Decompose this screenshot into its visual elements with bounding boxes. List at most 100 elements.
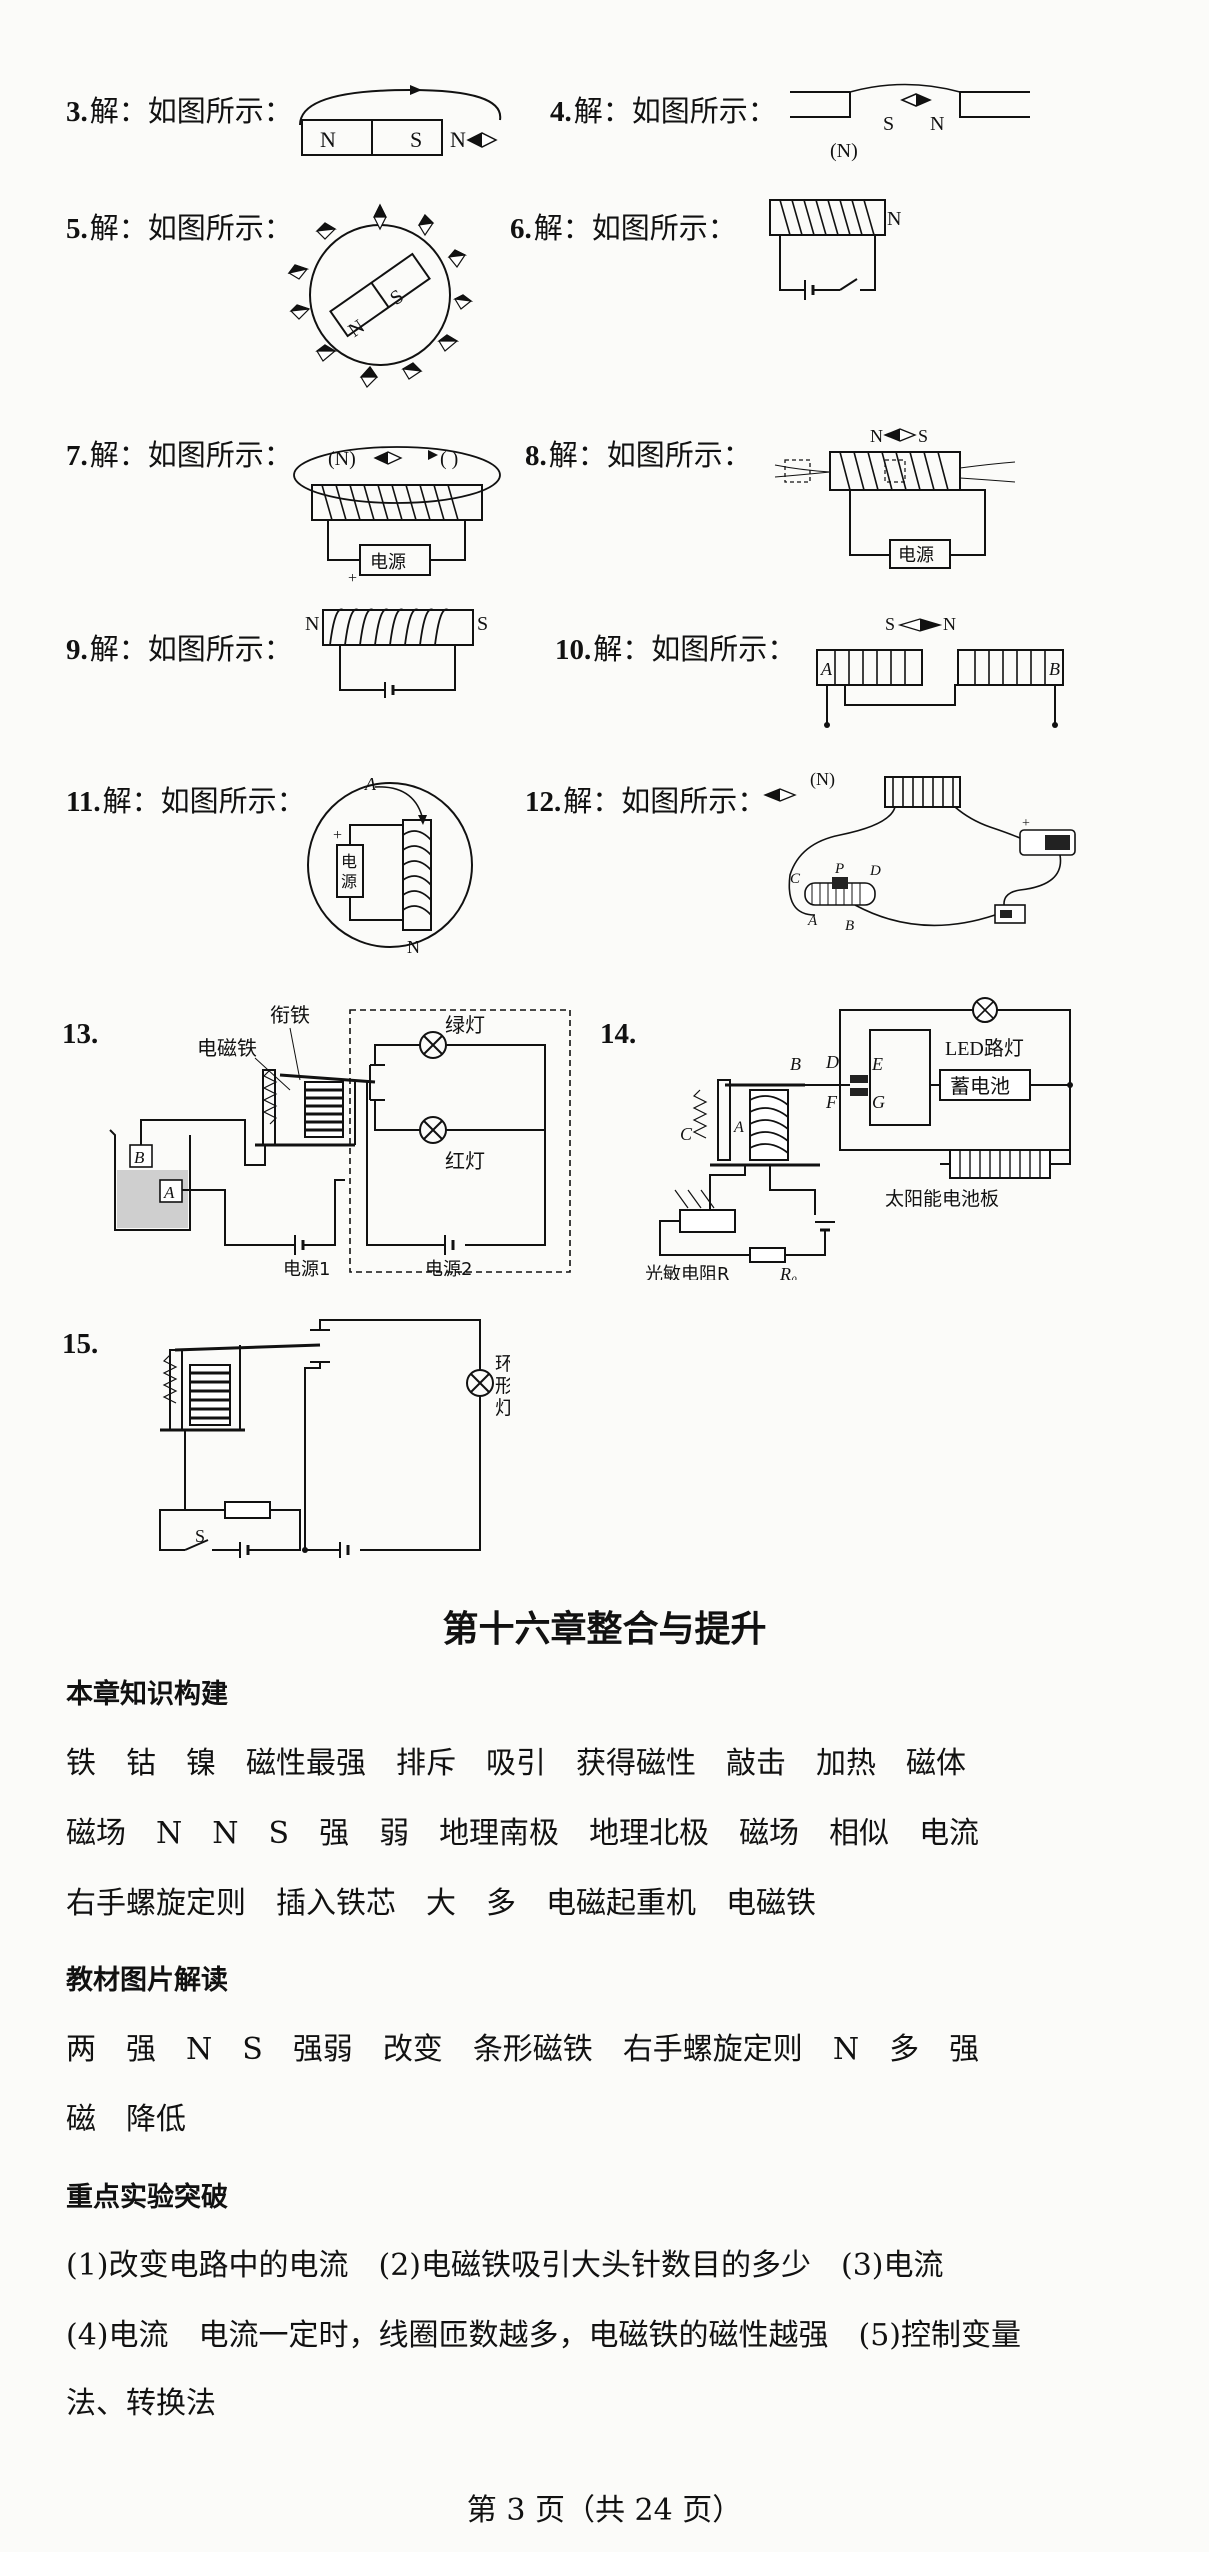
textbook-line-2: 磁降低	[66, 2094, 1146, 2138]
answer-text: 解：如图所示：	[102, 784, 306, 818]
label-a: A	[163, 1183, 175, 1202]
ring-lamp-label-1: 环	[495, 1353, 510, 1375]
question-number: 7.	[66, 440, 88, 472]
answer-11: 11.解：如图所示：	[66, 778, 306, 820]
question-number: 8.	[525, 440, 547, 472]
knowledge-line-1: 铁钴镍磁性最强排斥吸引获得磁性敲击加热磁体	[66, 1738, 1146, 1782]
answer-word: 电磁铁	[726, 1886, 816, 1921]
label-n: N	[320, 127, 336, 152]
answer-text: 解：如图所示：	[573, 94, 777, 128]
answer-word: 钴	[126, 1746, 156, 1781]
answer-word: 强	[126, 2032, 156, 2067]
answer-word: N	[212, 1816, 239, 1851]
answer-word: 电磁起重机	[546, 1886, 696, 1921]
answer-word: 插入铁芯	[276, 1886, 396, 1921]
label-p: P	[834, 861, 844, 877]
answer-word: N	[156, 1816, 183, 1851]
answer-word: 大	[426, 1886, 456, 1921]
label-n: N	[887, 208, 901, 230]
question-number: 12.	[525, 786, 562, 818]
label-c: C	[680, 1124, 693, 1144]
answer-15: 15.	[62, 1326, 100, 1361]
question-number: 9.	[66, 634, 88, 666]
answer-5: 5.解：如图所示：	[66, 205, 293, 247]
question-number: 15.	[62, 1328, 99, 1360]
experiment-line-2: (4)电流 电流一定时，线圈匝数越多，电磁铁的磁性越强 (5)控制变量	[66, 2318, 1021, 2353]
battery-label: 蓄电池	[950, 1074, 1010, 1098]
answer-word: 降低	[126, 2102, 186, 2137]
answer-10: 10.解：如图所示：	[555, 626, 796, 668]
label-a: A	[364, 774, 377, 794]
figure-3-bar-magnet: N S N	[290, 80, 530, 160]
figure-9-solenoid-battery: N S	[305, 600, 505, 705]
label-s: S	[883, 113, 894, 135]
answer-word: 地理北极	[589, 1816, 710, 1851]
label-n: N	[943, 614, 956, 634]
source1-label: 电源1	[283, 1259, 330, 1280]
label-n-paren: (N)	[830, 140, 858, 162]
answer-word: 右手螺旋定则	[622, 2032, 803, 2067]
answer-text: 解：如图所示：	[563, 784, 767, 818]
figure-11-circle-coil: A + 电 源 N	[305, 765, 475, 965]
answer-word: 排斥	[396, 1746, 456, 1781]
knowledge-line-3: 右手螺旋定则插入铁芯大多电磁起重机电磁铁	[66, 1878, 1146, 1922]
label-s: S	[918, 426, 928, 446]
label-s: S	[410, 127, 422, 152]
power-label-1: 电	[341, 852, 357, 871]
figure-10-two-solenoids: S N A B	[815, 600, 1065, 740]
label-b: B	[134, 1148, 145, 1167]
answer-word: 多	[889, 2032, 920, 2067]
answer-word: 强	[319, 1816, 350, 1851]
answer-word: 相似	[829, 1816, 890, 1851]
figure-15-ring-lamp: S 环 形 灯	[110, 1310, 510, 1570]
label-e: E	[871, 1054, 883, 1074]
label-n: N	[305, 613, 319, 635]
answer-text: 解：如图所示：	[533, 211, 737, 245]
label-n: N	[450, 127, 466, 152]
section-heading-experiment: 重点实验突破	[66, 2182, 228, 2213]
label-n: N	[870, 426, 883, 446]
chapter-title: 第十六章整合与提升	[442, 1608, 767, 1650]
label-s: S	[885, 614, 895, 634]
armature-label: 衔铁	[270, 1003, 310, 1027]
label-n: N	[344, 316, 368, 342]
r0-label: R₀	[779, 1264, 797, 1280]
question-number: 13.	[62, 1018, 99, 1050]
question-number: 11.	[66, 786, 101, 818]
solar-panel-label: 太阳能电池板	[885, 1188, 999, 1210]
label-d: D	[825, 1052, 839, 1072]
led-lamp-label: LED路灯	[945, 1037, 1024, 1060]
figure-12-rheostat-circuit: (N) + C P D A B	[760, 765, 1080, 940]
answer-8: 8.解：如图所示：	[525, 432, 752, 474]
answer-word: 多	[486, 1886, 516, 1921]
plus-sign: +	[348, 570, 357, 585]
figure-14-solar-led: LED路灯 蓄电池 E G D F 太阳能电池板 B C A	[640, 990, 1080, 1280]
answer-word: S	[242, 2032, 263, 2067]
answer-word: 磁性最强	[246, 1746, 366, 1781]
answer-12: 12.解：如图所示：	[525, 778, 766, 820]
answer-word: N	[186, 2032, 213, 2067]
label-b: B	[790, 1054, 801, 1074]
answer-text: 解：如图所示：	[89, 438, 293, 472]
figure-5-compass-ring: N S	[285, 195, 475, 395]
label-n: N	[930, 113, 944, 135]
figure-7-solenoid-power: (N) ( ) 电源 +	[290, 425, 505, 585]
answer-word: 磁场	[739, 1816, 800, 1851]
answer-6: 6.解：如图所示：	[510, 205, 737, 247]
answer-text: 解：如图所示：	[89, 211, 293, 245]
power-label: 电源	[898, 545, 934, 566]
figure-8-solenoid-compass: N S 电源	[770, 420, 1020, 580]
answer-word: 铁	[66, 1746, 96, 1781]
label-a: A	[733, 1119, 744, 1136]
answer-4: 4.解：如图所示：	[550, 88, 777, 130]
answer-word: 敲击	[726, 1746, 786, 1781]
answer-word: 磁	[66, 2102, 96, 2137]
figure-4-two-magnets: S N (N)	[790, 82, 1030, 162]
section-heading-textbook: 教材图片解读	[66, 1965, 228, 1996]
figure-13-relay-lamps: 衔铁 电磁铁 B A 电源1	[105, 990, 575, 1280]
answer-word: 加热	[816, 1746, 876, 1781]
answer-word: 两	[66, 2032, 96, 2067]
answer-3: 3.解：如图所示：	[66, 88, 293, 130]
